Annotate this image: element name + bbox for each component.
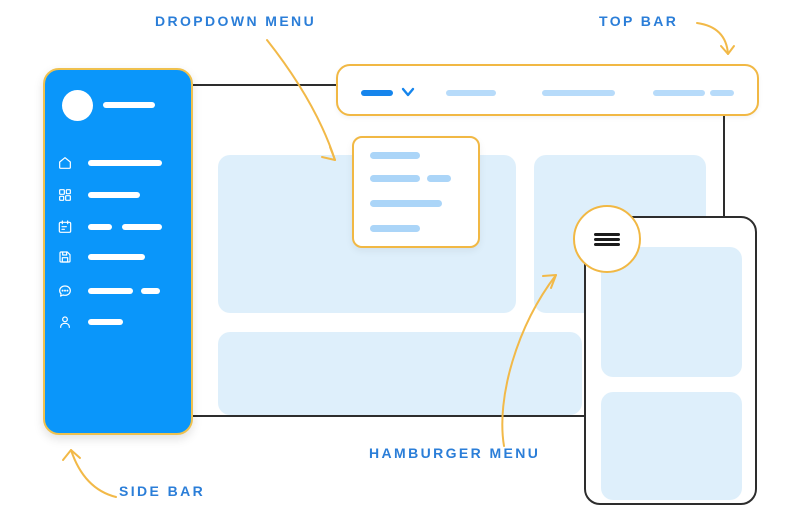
dropdown-item[interactable] xyxy=(370,200,442,207)
dashboard-grid-icon[interactable] xyxy=(57,187,73,203)
topbar-item-active[interactable] xyxy=(361,90,393,96)
top-bar xyxy=(336,64,759,116)
calendar-icon[interactable] xyxy=(57,219,73,235)
side-bar xyxy=(43,68,193,435)
hamburger-icon xyxy=(594,232,620,236)
sidebar-item-line[interactable] xyxy=(88,160,162,166)
sidebar-item-line[interactable] xyxy=(88,254,145,260)
content-block-bottom xyxy=(218,332,582,415)
topbar-item[interactable] xyxy=(542,90,615,96)
sidebar-item-line[interactable] xyxy=(88,192,140,198)
user-icon[interactable] xyxy=(57,314,73,330)
chevron-down-icon[interactable] xyxy=(399,85,417,99)
dropdown-menu-label: DROPDOWN MENU xyxy=(155,13,317,29)
home-icon[interactable] xyxy=(57,155,73,171)
hamburger-menu-label: HAMBURGER MENU xyxy=(369,445,541,461)
phone-frame xyxy=(584,216,757,505)
topbar-arrow xyxy=(696,22,729,55)
topbar-item[interactable] xyxy=(710,90,734,96)
top-bar-label: TOP BAR xyxy=(599,13,679,29)
sidebar-arrow xyxy=(70,449,117,498)
sidebar-item-line[interactable] xyxy=(88,319,123,325)
chat-icon[interactable] xyxy=(57,283,73,299)
phone-content-block xyxy=(601,247,742,377)
avatar xyxy=(62,90,93,121)
dropdown-item[interactable] xyxy=(370,152,420,159)
hamburger-menu-button[interactable] xyxy=(573,205,641,273)
sidebar-item-line[interactable] xyxy=(141,288,160,294)
topbar-item[interactable] xyxy=(653,90,705,96)
dropdown-item[interactable] xyxy=(370,225,420,232)
dropdown-item[interactable] xyxy=(370,175,420,182)
save-icon[interactable] xyxy=(57,249,73,265)
dropdown-panel xyxy=(352,136,480,248)
topbar-item[interactable] xyxy=(446,90,496,96)
avatar-name-line xyxy=(103,102,155,108)
side-bar-label: SIDE BAR xyxy=(119,483,206,499)
sidebar-item-line[interactable] xyxy=(122,224,162,230)
sidebar-item-line[interactable] xyxy=(88,224,112,230)
phone-content-block xyxy=(601,392,742,500)
sidebar-item-line[interactable] xyxy=(88,288,133,294)
dropdown-item[interactable] xyxy=(427,175,451,182)
